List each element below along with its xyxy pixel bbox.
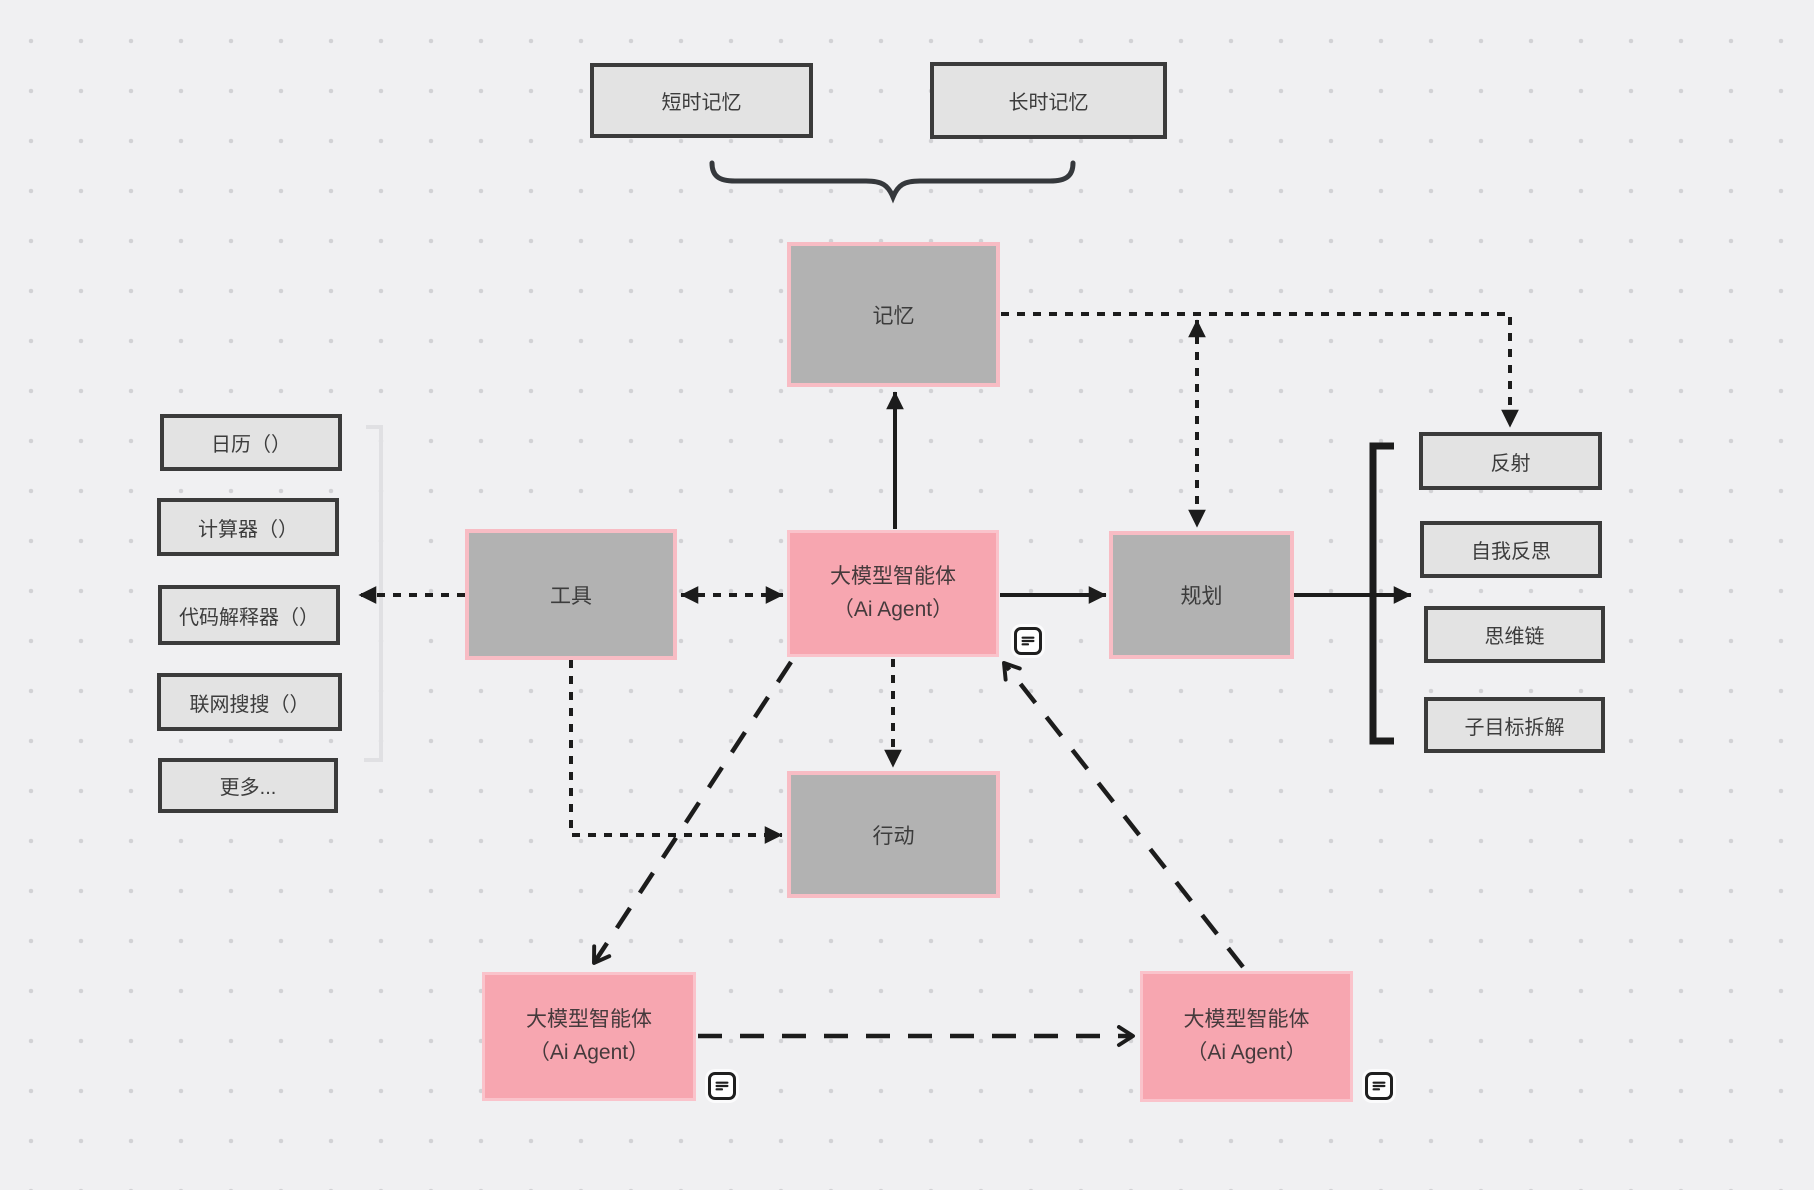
agent-label-line2: （Ai Agent）: [528, 1040, 650, 1064]
box-label: 子目标拆解: [1464, 716, 1565, 739]
node-label: 记忆: [872, 304, 915, 328]
box-tool-code-interpreter: 代码解释器（）: [158, 585, 340, 645]
note-icon-glyph: [715, 1081, 729, 1091]
box-label: 计算器（）: [198, 518, 298, 541]
box-planning-subgoal-decomposition: 子目标拆解: [1424, 697, 1605, 753]
node-agent-bottom-right: 大模型智能体 （Ai Agent）: [1140, 971, 1353, 1102]
box-label: 日历（）: [211, 434, 291, 456]
box-label: 更多...: [219, 777, 277, 799]
box-label: 反射: [1490, 452, 1531, 475]
node-agent-bottom-left: 大模型智能体 （Ai Agent）: [482, 972, 696, 1101]
agent-label-line2: （Ai Agent）: [1186, 1040, 1307, 1064]
note-icon[interactable]: [1365, 1072, 1393, 1100]
node-planning: 规划: [1109, 531, 1294, 659]
node-agent-center: 大模型智能体 （Ai Agent）: [787, 530, 999, 657]
box-label: 思维链: [1484, 626, 1545, 648]
arrow-right-agent-to-center-agent: [1002, 661, 1245, 969]
brace-memory-sources: [709, 160, 1076, 204]
agent-label-line1: 大模型智能体: [526, 1007, 652, 1031]
node-memory: 记忆: [787, 242, 1000, 387]
agent-label-line1: 大模型智能体: [830, 564, 956, 588]
box-planning-chain-of-thought: 思维链: [1424, 606, 1605, 663]
note-icon[interactable]: [1014, 627, 1042, 655]
node-label: 行动: [872, 824, 915, 848]
arrow-memory-to-reflection: [1001, 312, 1519, 428]
box-label: 短时记忆: [661, 92, 742, 114]
arrow-center-agent-to-left-agent: [592, 660, 793, 965]
agent-label-line2: （Ai Agent）: [832, 597, 954, 621]
box-planning-self-reflection: 自我反思: [1420, 521, 1602, 578]
arrow-tools-to-action: [569, 660, 783, 844]
node-label: 工具: [550, 584, 592, 608]
note-icon-glyph: [1021, 636, 1035, 646]
box-planning-reflection: 反射: [1419, 432, 1602, 490]
agent-label-line1: 大模型智能体: [1183, 1007, 1310, 1031]
box-tool-calculator: 计算器（）: [157, 498, 339, 556]
note-icon-glyph: [1372, 1081, 1386, 1091]
box-label: 自我反思: [1471, 541, 1551, 563]
node-action: 行动: [787, 771, 1000, 898]
box-label: 代码解释器（）: [179, 606, 319, 629]
box-label: 联网搜搜（）: [189, 693, 310, 716]
box-short-term-memory: 短时记忆: [590, 63, 813, 138]
box-tool-calendar: 日历（）: [160, 414, 342, 471]
node-tools: 工具: [465, 529, 677, 660]
box-long-term-memory: 长时记忆: [930, 62, 1167, 139]
node-label: 规划: [1180, 585, 1223, 608]
box-tool-web-search: 联网搜搜（）: [157, 673, 342, 731]
box-label: 长时记忆: [1008, 92, 1089, 114]
box-tool-more: 更多...: [158, 758, 338, 813]
note-icon[interactable]: [708, 1072, 736, 1100]
